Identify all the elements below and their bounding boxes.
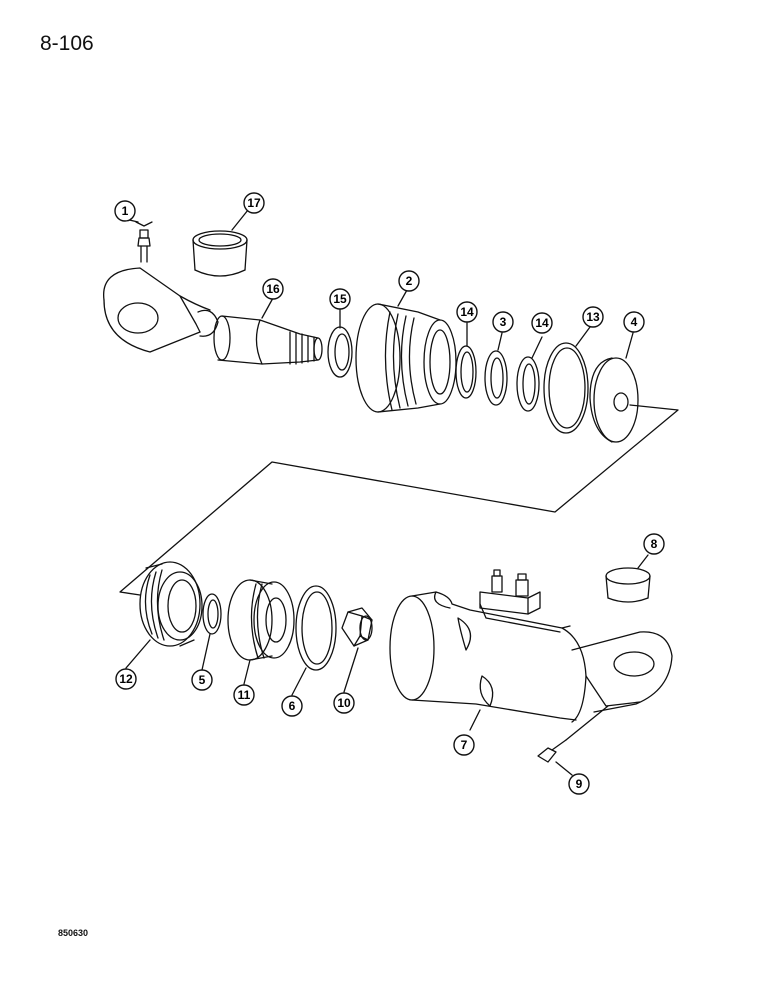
callout-14a: 14 bbox=[456, 301, 478, 323]
svg-text:14: 14 bbox=[460, 305, 474, 319]
svg-text:4: 4 bbox=[631, 315, 638, 329]
part-grease-fitting-bottom bbox=[537, 705, 609, 763]
callout-8: 8 bbox=[643, 533, 665, 555]
part-port-block bbox=[479, 569, 541, 615]
svg-text:14: 14 bbox=[535, 316, 549, 330]
svg-text:13: 13 bbox=[586, 310, 600, 324]
part-seal-14a bbox=[455, 345, 477, 399]
part-bushing-rod-end bbox=[192, 230, 248, 277]
part-o-ring-5 bbox=[202, 593, 222, 635]
svg-text:7: 7 bbox=[461, 738, 468, 752]
callout-12: 12 bbox=[115, 668, 137, 690]
part-grease-fitting-top bbox=[135, 221, 153, 263]
part-rod-eye bbox=[103, 267, 219, 353]
callout-5: 5 bbox=[191, 669, 213, 691]
callout-14b: 14 bbox=[531, 312, 553, 334]
part-o-ring-13 bbox=[543, 342, 589, 434]
svg-text:5: 5 bbox=[199, 673, 206, 687]
svg-text:12: 12 bbox=[119, 672, 133, 686]
assembly-centerline bbox=[119, 404, 679, 596]
callout-16: 16 bbox=[262, 278, 284, 300]
callout-17: 17 bbox=[243, 192, 265, 214]
figure-code: 850630 bbox=[58, 928, 89, 938]
svg-text:9: 9 bbox=[576, 777, 583, 791]
svg-text:15: 15 bbox=[333, 292, 347, 306]
svg-text:1: 1 bbox=[122, 204, 129, 218]
svg-text:3: 3 bbox=[500, 315, 507, 329]
callout-11: 11 bbox=[233, 684, 255, 706]
svg-text:10: 10 bbox=[337, 696, 351, 710]
callout-9: 9 bbox=[568, 773, 590, 795]
leader-lines bbox=[124, 209, 649, 776]
callout-3: 3 bbox=[492, 311, 514, 333]
part-o-ring-6 bbox=[295, 585, 337, 671]
part-gland bbox=[355, 303, 457, 413]
svg-text:16: 16 bbox=[266, 282, 280, 296]
callout-2: 2 bbox=[398, 270, 420, 292]
page-number: 8-106 bbox=[40, 32, 94, 55]
part-seal-3 bbox=[484, 350, 508, 406]
part-piston-4 bbox=[589, 357, 639, 443]
part-rod-wiper bbox=[327, 326, 353, 378]
part-bushing-barrel-end bbox=[605, 567, 651, 603]
svg-text:2: 2 bbox=[406, 274, 413, 288]
part-piston-rod bbox=[213, 315, 323, 365]
callout-4: 4 bbox=[623, 311, 645, 333]
part-barrel bbox=[389, 591, 673, 723]
callouts: 1 17 16 15 2 14 3 14 bbox=[114, 192, 665, 795]
part-seal-14b bbox=[516, 356, 540, 412]
callout-13: 13 bbox=[582, 306, 604, 328]
callout-7: 7 bbox=[453, 734, 475, 756]
callout-1: 1 bbox=[114, 200, 136, 222]
callout-6: 6 bbox=[281, 695, 303, 717]
part-collar-11 bbox=[227, 579, 295, 661]
svg-text:11: 11 bbox=[238, 688, 251, 702]
svg-text:6: 6 bbox=[289, 699, 296, 713]
svg-text:8: 8 bbox=[651, 537, 658, 551]
svg-text:17: 17 bbox=[247, 196, 261, 210]
callout-15: 15 bbox=[329, 288, 351, 310]
part-piston-12 bbox=[139, 561, 203, 647]
callout-10: 10 bbox=[333, 692, 355, 714]
part-lock-nut bbox=[341, 607, 373, 647]
